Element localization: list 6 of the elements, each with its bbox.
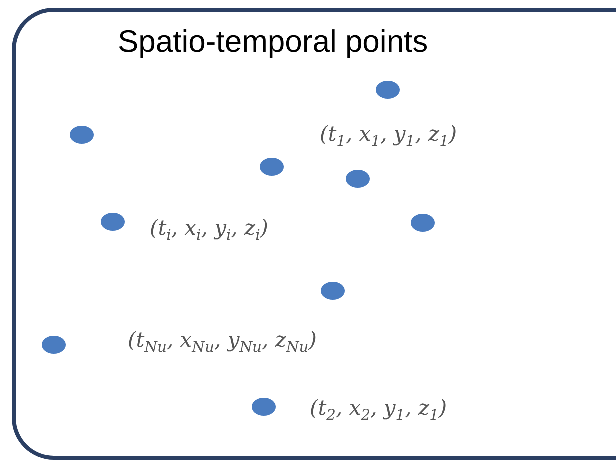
coordinate-label: (t$_{i}$, x$_{i}$, y$_{i}$, z$_{i}$): [150, 216, 268, 244]
coordinate-label: (t$_{1}$, x$_{1}$, y$_{1}$, z$_{1}$): [320, 122, 458, 150]
coordinate-label: (t$_{Nu}$, x$_{Nu}$, y$_{Nu}$, z$_{Nu}$): [128, 328, 317, 356]
coordinate-label: (t$_{2}$, x$_{2}$, y$_{1}$, z$_{1}$): [310, 396, 448, 424]
rounded-panel: [12, 8, 616, 460]
panel-title: Spatio-temporal points: [118, 24, 428, 60]
